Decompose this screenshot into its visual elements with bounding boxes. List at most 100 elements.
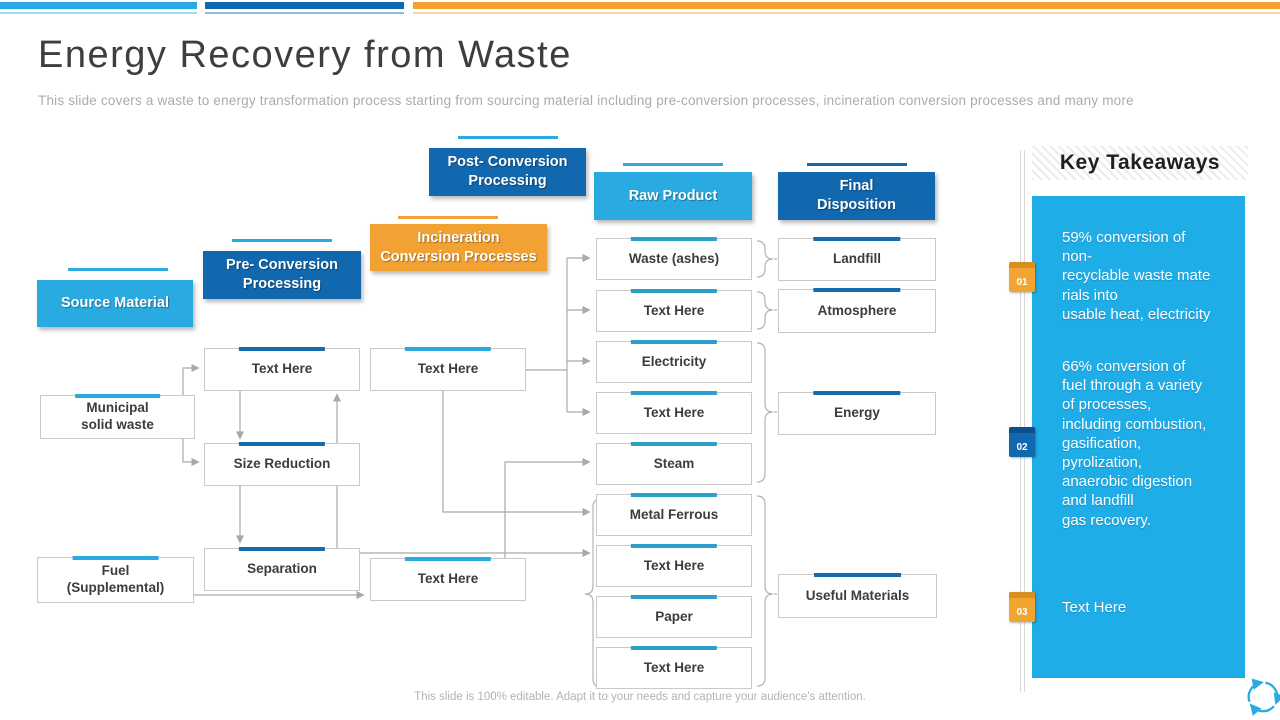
node-label: Metal Ferrous	[629, 506, 719, 522]
node-label: Separation	[247, 561, 317, 577]
takeaway-text-3: Text Here	[1062, 599, 1127, 616]
node-pre-text-here: Text Here	[204, 347, 360, 391]
node-label: Electricity	[641, 353, 707, 369]
box-top-accent	[238, 347, 326, 351]
box-top-accent	[238, 547, 326, 551]
top-accent-strip-darkblue	[205, 2, 404, 9]
marker-band	[1009, 262, 1035, 268]
box-top-accent	[813, 391, 901, 395]
node-label: Municipal solid waste	[81, 400, 154, 432]
connector-lines	[182, 253, 591, 600]
node-label: Size Reduction	[233, 456, 331, 472]
node-label: Text Here	[643, 404, 705, 420]
box-top-accent	[74, 394, 161, 398]
marker-number: 03	[1016, 607, 1028, 618]
marker-number: 02	[1016, 442, 1028, 453]
node-atmosphere: Atmosphere	[778, 288, 936, 333]
node-label: Landfill	[833, 251, 881, 267]
group-braces	[584, 240, 777, 688]
node-raw-text-4: Text Here	[596, 646, 752, 689]
node-label: Text Here	[643, 302, 705, 318]
node-steam: Steam	[596, 442, 752, 485]
node-energy: Energy	[778, 391, 936, 435]
box-top-accent	[404, 557, 492, 561]
node-paper: Paper	[596, 595, 752, 638]
box-top-accent	[630, 340, 718, 344]
top-accent-strip-orange	[413, 2, 1280, 9]
takeaways-timeline	[1024, 150, 1025, 692]
box-top-accent	[630, 595, 718, 599]
top-accent-underline	[205, 12, 404, 14]
node-electricity: Electricity	[596, 340, 752, 383]
takeaways-title: Key Takeaways	[1032, 146, 1248, 180]
marker-band	[1009, 427, 1035, 433]
page-title: Energy Recovery from Waste	[38, 34, 572, 76]
node-incineration-text-bottom: Text Here	[370, 557, 526, 601]
box-top-accent	[630, 391, 718, 395]
marker-number: 01	[1016, 277, 1028, 288]
box-top-accent	[813, 237, 901, 241]
column-header-pre-conversion: Pre- Conversion Processing	[203, 251, 361, 299]
top-accent-underline	[0, 12, 197, 14]
node-label: Text Here	[417, 571, 479, 587]
node-label: Text Here	[643, 659, 705, 675]
node-label: Text Here	[643, 557, 705, 573]
box-top-accent	[630, 646, 718, 650]
box-top-accent	[630, 442, 718, 446]
header-accent-line	[458, 136, 558, 139]
box-top-accent	[813, 573, 902, 577]
box-top-accent	[630, 493, 718, 497]
column-header-raw-product: Raw Product	[594, 172, 752, 220]
recycle-arrows-icon	[1247, 678, 1280, 716]
header-accent-line	[68, 268, 168, 271]
node-raw-text-1: Text Here	[596, 289, 752, 332]
node-label: Atmosphere	[817, 302, 897, 318]
node-label: Useful Materials	[805, 587, 910, 603]
box-top-accent	[404, 347, 492, 351]
column-header-incineration: Incineration Conversion Processes	[370, 224, 547, 271]
box-top-accent	[72, 556, 159, 560]
takeaways-timeline	[1020, 150, 1021, 692]
box-top-accent	[630, 544, 718, 548]
node-waste-ashes: Waste (ashes)	[596, 237, 752, 280]
node-raw-text-2: Text Here	[596, 391, 752, 434]
top-accent-strip-blue	[0, 2, 197, 9]
header-accent-line	[232, 239, 332, 242]
marker-band	[1009, 592, 1035, 598]
node-municipal-solid-waste: Municipal solid waste	[40, 394, 195, 439]
node-fuel-supplemental: Fuel (Supplemental)	[37, 556, 194, 603]
column-header-source-material: Source Material	[37, 280, 193, 327]
node-label: Text Here	[251, 361, 313, 377]
column-header-post-conversion: Post- Conversion Processing	[429, 148, 586, 196]
box-top-accent	[630, 237, 718, 241]
takeaway-text-1: 59% conversion of non- recyclable waste …	[1062, 229, 1211, 323]
node-incineration-text-top: Text Here	[370, 347, 526, 391]
node-size-reduction: Size Reduction	[204, 442, 360, 486]
node-label: Steam	[653, 455, 695, 471]
node-separation: Separation	[204, 547, 360, 591]
box-top-accent	[630, 289, 718, 293]
takeaway-marker-02: 02	[1009, 427, 1035, 457]
takeaway-marker-03: 03	[1009, 592, 1035, 622]
node-useful-materials: Useful Materials	[778, 573, 937, 618]
footer-note: This slide is 100% editable. Adapt it to…	[414, 691, 866, 703]
box-top-accent	[238, 442, 326, 446]
page-subtitle: This slide covers a waste to energy tran…	[38, 93, 1134, 108]
column-header-final-disposition: Final Disposition	[778, 172, 935, 220]
node-label: Waste (ashes)	[628, 250, 720, 266]
node-label: Text Here	[417, 361, 479, 377]
header-accent-line	[807, 163, 907, 166]
takeaways-panel: 59% conversion of non- recyclable waste …	[1032, 196, 1245, 678]
node-label: Fuel (Supplemental)	[66, 563, 165, 595]
node-landfill: Landfill	[778, 237, 936, 281]
box-top-accent	[813, 288, 901, 292]
header-accent-line	[623, 163, 723, 166]
top-accent-underline	[413, 12, 1280, 14]
takeaway-text-2: 66% conversion of fuel through a variety…	[1062, 358, 1207, 529]
takeaway-marker-01: 01	[1009, 262, 1035, 292]
node-label: Energy	[834, 405, 880, 421]
node-raw-text-3: Text Here	[596, 544, 752, 587]
header-accent-line	[398, 216, 498, 219]
node-label: Paper	[655, 608, 693, 624]
